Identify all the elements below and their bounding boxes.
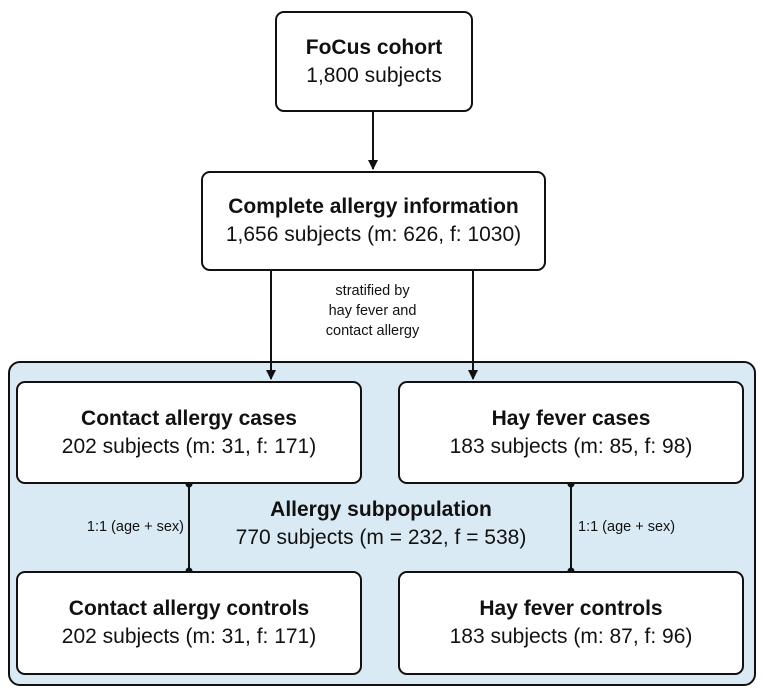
subpopulation-title: Allergy subpopulation — [270, 498, 492, 521]
contact-cases-title: Contact allergy cases — [81, 406, 297, 430]
contact-allergy-cases-box: Contact allergy cases 202 subjects (m: 3… — [16, 381, 362, 484]
stratification-note: stratified by hay fever and contact alle… — [290, 281, 455, 341]
stratification-line-2: hay fever and — [328, 303, 417, 319]
contact-controls-title: Contact allergy controls — [68, 597, 310, 620]
matching-note-right: 1:1 (age + sex) — [578, 519, 676, 535]
stratification-line-3: contact allergy — [325, 323, 420, 339]
hay-fever-controls-box: Hay fever controls 183 subjects (m: 87, … — [398, 571, 744, 675]
matching-note-left: 1:1 (age + sex) — [86, 519, 184, 535]
contact-controls-subjects: 202 subjects (m: 31, f: 171) — [61, 625, 317, 648]
contact-allergy-controls-box: Contact allergy controls 202 subjects (m… — [16, 571, 362, 675]
focus-cohort-title: FoCus cohort — [305, 35, 443, 59]
complete-allergy-box: Complete allergy information 1,656 subje… — [201, 171, 546, 271]
focus-cohort-box: FoCus cohort 1,800 subjects — [275, 11, 473, 112]
hay-controls-title: Hay fever controls — [479, 597, 663, 620]
hay-cases-subjects: 183 subjects (m: 85, f: 98) — [449, 434, 693, 458]
subpopulation-subjects: 770 subjects (m = 232, f = 538) — [235, 526, 527, 549]
focus-cohort-subjects: 1,800 subjects — [306, 63, 442, 87]
allergy-subpopulation-label: Allergy subpopulation 770 subjects (m = … — [205, 496, 557, 552]
hay-controls-subjects: 183 subjects (m: 87, f: 96) — [449, 625, 693, 648]
hay-fever-cases-box: Hay fever cases 183 subjects (m: 85, f: … — [398, 381, 744, 484]
complete-allergy-title: Complete allergy information — [228, 195, 519, 218]
hay-cases-title: Hay fever cases — [491, 406, 651, 430]
complete-allergy-subjects: 1,656 subjects (m: 626, f: 1030) — [225, 223, 522, 246]
stratification-line-1: stratified by — [335, 283, 410, 299]
contact-cases-subjects: 202 subjects (m: 31, f: 171) — [61, 434, 317, 458]
